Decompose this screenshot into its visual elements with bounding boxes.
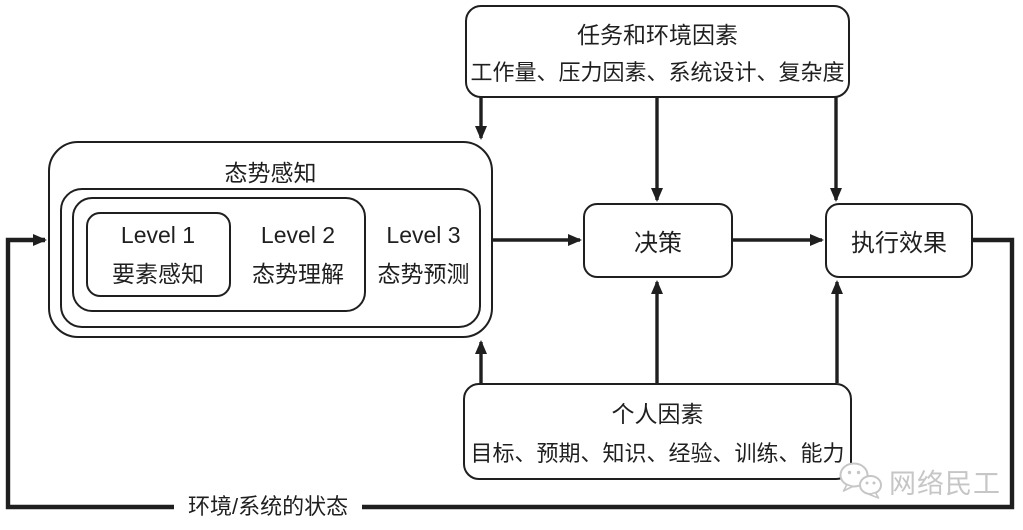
task-factors-title: 任务和环境因素 <box>577 22 738 48</box>
level1-label: 要素感知 <box>112 260 204 287</box>
task-environment-factors-box: 任务和环境因素 工作量、压力因素、系统设计、复杂度 <box>465 5 850 98</box>
situation-awareness-box: 态势感知 Level 1 要素感知 Level 2 态势理解 Level 3 态… <box>48 141 493 338</box>
sa-level2-box: Level 1 要素感知 Level 2 态势理解 <box>72 197 366 312</box>
environment-system-state-label: 环境/系统的状态 <box>174 493 363 520</box>
level1-name: Level 1 <box>120 221 196 248</box>
level3-label: 态势预测 <box>377 261 470 287</box>
personal-factors-items: 目标、预期、知识、经验、训练、能力 <box>470 440 845 466</box>
sa-level3-box: Level 1 要素感知 Level 2 态势理解 Level 3 态势预测 <box>59 187 481 328</box>
decision-box: 决策 <box>583 203 733 278</box>
personal-factors-title: 个人因素 <box>611 401 704 428</box>
execution-label: 执行效果 <box>851 230 947 257</box>
watermark: 网络民工 <box>838 461 1001 501</box>
personal-factors-box: 个人因素 目标、预期、知识、经验、训练、能力 <box>463 383 852 480</box>
situation-awareness-title: 态势感知 <box>224 160 317 186</box>
level3-name: Level 3 <box>386 222 461 248</box>
sa-level1-box: Level 1 要素感知 <box>85 211 231 297</box>
level2-name: Level 2 <box>260 221 336 248</box>
level2-group: Level 2 态势理解 <box>231 199 365 309</box>
level2-label: 态势理解 <box>252 260 344 287</box>
watermark-text: 网络民工 <box>889 468 1001 499</box>
decision-label: 决策 <box>634 230 682 257</box>
execution-effect-box: 执行效果 <box>825 203 973 278</box>
wechat-chat-bubbles-icon <box>839 462 882 499</box>
level3-group: Level 3 态势预测 <box>367 197 481 312</box>
task-factors-items: 工作量、压力因素、系统设计、复杂度 <box>470 60 845 85</box>
